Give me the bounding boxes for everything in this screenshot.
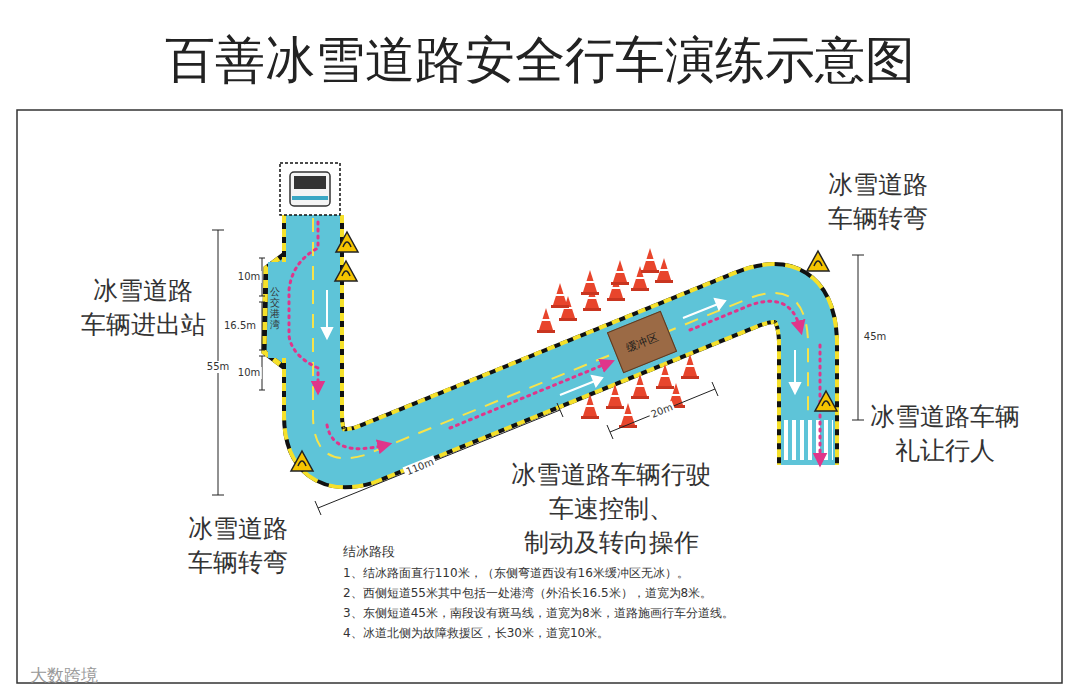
road-border bbox=[313, 215, 808, 465]
dimension-label: 110m bbox=[403, 455, 438, 478]
zebra-crossing bbox=[783, 420, 833, 460]
note-heading: 结冰路段 bbox=[343, 544, 395, 561]
warning-sign bbox=[291, 451, 313, 471]
lane-arrow bbox=[322, 290, 800, 395]
driving-route bbox=[289, 222, 820, 460]
section-label: 冰雪道路 车辆转弯 bbox=[185, 512, 290, 580]
note-text: 1、结冰路面直行110米，（东侧弯道西设有16米缓冲区无冰）。 bbox=[343, 566, 689, 582]
section-label: 冰雪道路 车辆转弯 bbox=[825, 168, 930, 236]
dimension-label: 10m bbox=[236, 367, 262, 379]
traffic-cone bbox=[539, 308, 553, 330]
traffic-cone bbox=[633, 374, 647, 396]
warning-sign bbox=[815, 391, 837, 411]
traffic-cone bbox=[658, 364, 672, 386]
note-text: 3、东侧短道45米，南段设有斑马线，道宽为8米，道路施画行车分道线。 bbox=[343, 606, 734, 622]
note-text: 4、冰道北侧为故障救援区，长30米，道宽10米。 bbox=[343, 626, 609, 642]
bus-icon bbox=[290, 172, 330, 206]
section-label: 冰雪道路车辆 礼让行人 bbox=[866, 400, 1024, 468]
lane-divider bbox=[313, 218, 808, 458]
diagram-title: 百善冰雪道路安全行车演练示意图 bbox=[0, 30, 1080, 90]
section-label: 冰雪道路车辆行驶 车速控制、制动及转向操作 bbox=[470, 458, 753, 559]
traffic-cones bbox=[537, 248, 699, 428]
dimension-label: 55m bbox=[205, 361, 231, 373]
traffic-cone bbox=[583, 394, 597, 416]
bay-label: 公交港湾 bbox=[270, 286, 280, 330]
traffic-cone bbox=[583, 270, 597, 292]
section-label: 冰雪道路 车辆进出站 bbox=[78, 274, 208, 342]
warning-sign bbox=[807, 251, 829, 271]
bus-station bbox=[280, 163, 340, 215]
note-text: 2、西侧短道55米其中包括一处港湾（外沿长16.5米），道宽为8米。 bbox=[343, 586, 712, 602]
watermark: 大数跨境 bbox=[30, 664, 98, 686]
traffic-cone bbox=[553, 283, 567, 305]
warning-sign bbox=[335, 261, 357, 281]
traffic-cone bbox=[643, 248, 657, 270]
traffic-cone bbox=[613, 260, 627, 282]
dimension-label: 45m bbox=[862, 331, 888, 343]
traffic-cone bbox=[657, 258, 671, 280]
dimension-label: 20m bbox=[647, 400, 676, 421]
node-text: 缓冲区 bbox=[624, 329, 660, 355]
warning-sign bbox=[336, 232, 358, 252]
icy-road bbox=[313, 215, 808, 465]
dimension-label: 16.5m bbox=[222, 320, 258, 332]
traffic-cone bbox=[621, 403, 635, 425]
frame bbox=[17, 110, 1062, 683]
buffer-zone: 缓冲区 bbox=[607, 311, 677, 374]
dimension-label: 10m bbox=[236, 271, 262, 283]
traffic-cone bbox=[683, 354, 697, 376]
traffic-cone bbox=[608, 384, 622, 406]
